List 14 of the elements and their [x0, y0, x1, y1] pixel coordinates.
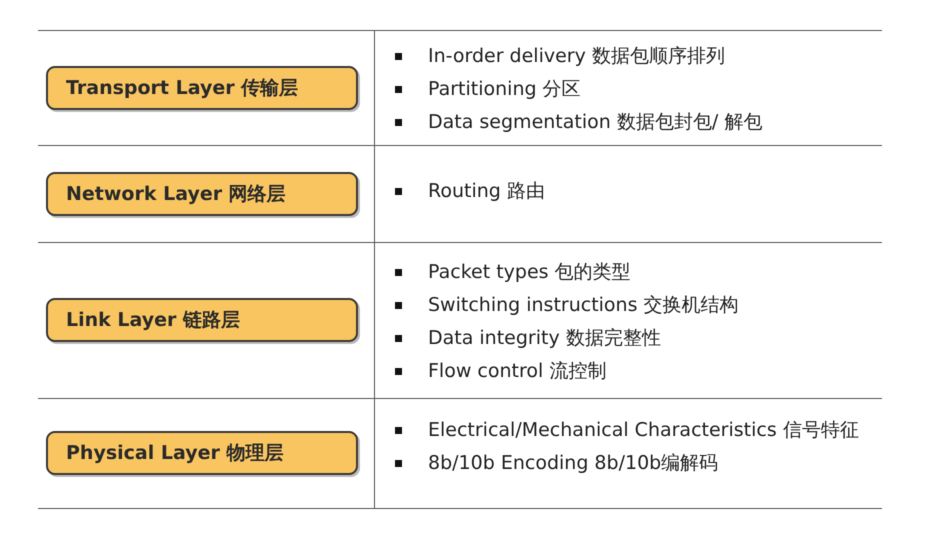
list-item-text: Switching instructions 交换机结构	[428, 294, 739, 316]
list-item-text: Electrical/Mechanical Characteristics 信号特征	[428, 419, 859, 441]
list-item-text: 8b/10b Encoding 8b/10b编解码	[428, 452, 718, 474]
layer-label-box: Network Layer 网络层	[46, 172, 358, 216]
list-item-text: Data segmentation 数据包封包/ 解包	[428, 111, 762, 133]
layer-label-box: Link Layer 链路层	[46, 298, 358, 342]
list-item-text: In-order delivery 数据包顺序排列	[428, 45, 725, 67]
layer-label-box: Physical Layer 物理层	[46, 431, 358, 475]
list-item-text: Packet types 包的类型	[428, 261, 631, 283]
list-item-text: Flow control 流控制	[428, 360, 606, 382]
list-item-text: Routing 路由	[428, 180, 545, 202]
layer-label-box: Transport Layer 传输层	[46, 66, 358, 110]
list-item-text: Partitioning 分区	[428, 78, 581, 100]
list-item-text: Data integrity 数据完整性	[428, 327, 661, 349]
